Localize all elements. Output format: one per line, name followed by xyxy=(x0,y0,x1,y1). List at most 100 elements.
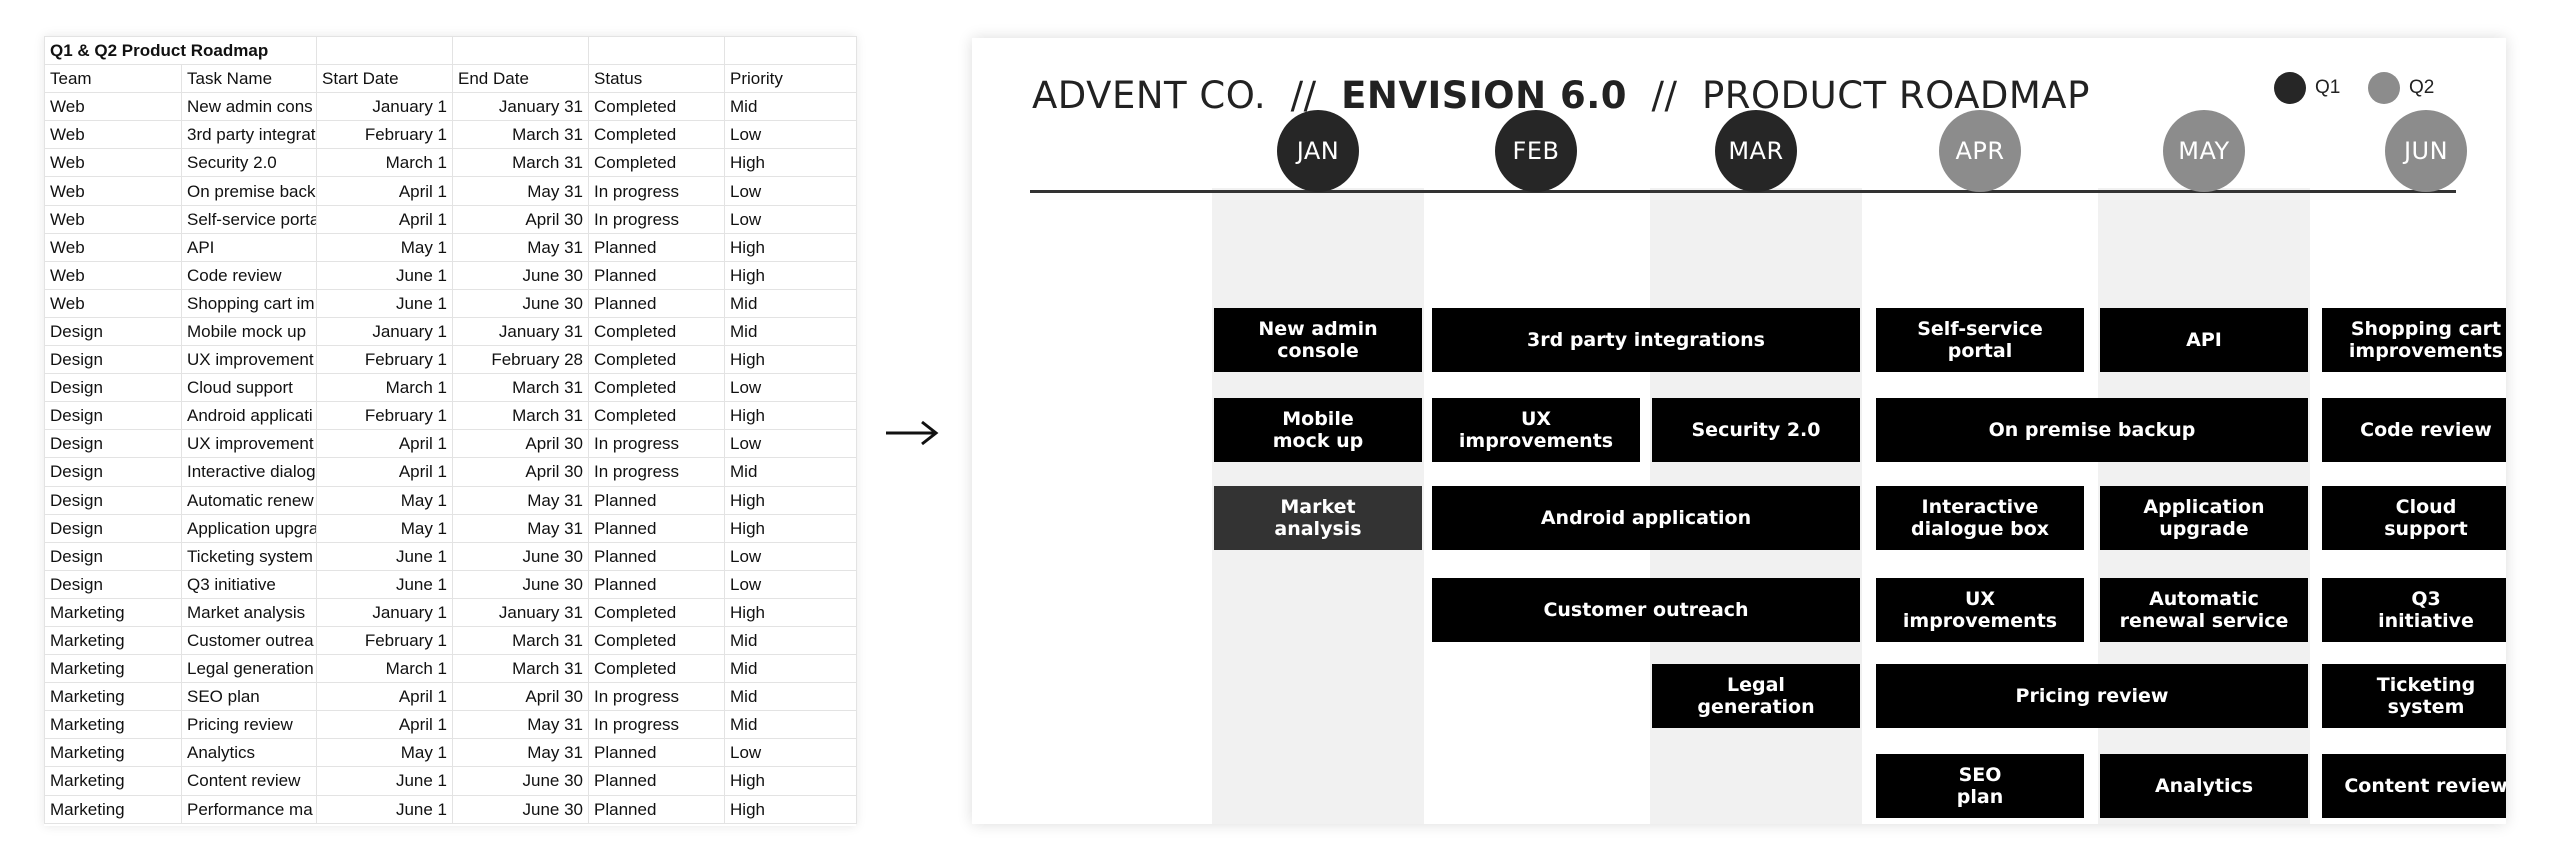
table-cell[interactable]: In progress xyxy=(588,204,726,234)
table-cell[interactable]: High xyxy=(724,232,858,262)
table-cell[interactable]: Mid xyxy=(724,654,858,684)
task-bar[interactable]: 3rd party integrations xyxy=(1432,308,1860,372)
table-cell[interactable]: Low xyxy=(724,120,858,150)
table-cell[interactable]: March 31 xyxy=(452,625,590,656)
table-cell[interactable]: Mid xyxy=(724,457,858,487)
table-cell[interactable]: March 31 xyxy=(452,120,590,150)
column-header[interactable]: Priority xyxy=(724,64,858,94)
table-cell[interactable]: Mobile mock up xyxy=(180,316,318,347)
table-cell[interactable]: Web xyxy=(44,148,182,178)
table-cell[interactable]: Web xyxy=(44,260,182,290)
table-cell[interactable]: High xyxy=(724,401,858,431)
table-cell[interactable]: Completed xyxy=(588,148,726,178)
column-header[interactable]: End Date xyxy=(452,64,590,94)
table-cell[interactable]: June 30 xyxy=(452,794,590,824)
task-bar[interactable]: Pricing review xyxy=(1876,664,2308,728)
task-bar[interactable]: Market analysis xyxy=(1214,486,1422,550)
table-cell[interactable]: Marketing xyxy=(44,597,182,627)
table-cell[interactable]: Design xyxy=(44,316,182,347)
table-cell[interactable]: June 1 xyxy=(316,766,454,796)
table-cell[interactable]: June 30 xyxy=(452,766,590,796)
table-cell[interactable]: Low xyxy=(724,373,858,403)
table-cell[interactable]: Design xyxy=(44,485,182,515)
table-cell[interactable]: Design xyxy=(44,541,182,571)
table-cell[interactable]: Planned xyxy=(588,569,726,599)
table-cell[interactable]: SEO plan xyxy=(180,682,318,712)
table-cell[interactable]: April 1 xyxy=(316,457,454,487)
table-cell[interactable]: Content review xyxy=(180,766,318,796)
table-cell[interactable]: Marketing xyxy=(44,654,182,684)
task-bar[interactable]: Customer outreach xyxy=(1432,578,1860,642)
table-cell[interactable]: June 30 xyxy=(452,288,590,318)
table-cell[interactable]: March 31 xyxy=(452,654,590,684)
table-cell[interactable]: Automatic renew xyxy=(180,485,318,515)
table-cell[interactable]: May 1 xyxy=(316,738,454,768)
column-header[interactable]: Status xyxy=(588,64,726,94)
table-cell[interactable]: Security 2.0 xyxy=(180,148,318,178)
table-cell[interactable]: March 31 xyxy=(452,373,590,403)
table-cell[interactable]: May 1 xyxy=(316,232,454,262)
task-bar[interactable]: Legal generation xyxy=(1652,664,1860,728)
table-cell[interactable]: Marketing xyxy=(44,766,182,796)
task-bar[interactable]: Q3 initiative xyxy=(2322,578,2506,642)
table-cell[interactable]: High xyxy=(724,345,858,375)
table-cell[interactable]: UX improvement xyxy=(180,345,318,375)
table-cell[interactable]: Web xyxy=(44,288,182,318)
task-bar[interactable]: New admin console xyxy=(1214,308,1422,372)
table-cell[interactable]: Planned xyxy=(588,260,726,290)
task-bar[interactable]: Application upgrade xyxy=(2100,486,2308,550)
table-cell[interactable]: Planned xyxy=(588,738,726,768)
table-cell[interactable]: Marketing xyxy=(44,710,182,740)
table-cell[interactable]: April 30 xyxy=(452,457,590,487)
table-cell[interactable]: Design xyxy=(44,429,182,459)
table-cell[interactable]: June 30 xyxy=(452,541,590,571)
table-cell[interactable]: Web xyxy=(44,92,182,122)
table-cell[interactable]: Q3 initiative xyxy=(180,569,318,599)
table-cell[interactable]: 3rd party integrat xyxy=(180,120,318,150)
table-cell[interactable]: High xyxy=(724,513,858,543)
table-cell[interactable]: March 31 xyxy=(452,148,590,178)
table-cell[interactable]: Low xyxy=(724,569,858,599)
table-cell[interactable]: High xyxy=(724,597,858,627)
table-cell[interactable]: Ticketing system xyxy=(180,541,318,571)
table-cell[interactable]: March 1 xyxy=(316,654,454,684)
column-header[interactable]: Team xyxy=(44,64,182,94)
table-cell[interactable]: Completed xyxy=(588,401,726,431)
table-cell[interactable]: Pricing review xyxy=(180,710,318,740)
table-cell[interactable]: Low xyxy=(724,738,858,768)
table-title[interactable]: Q1 & Q2 Product Roadmap xyxy=(43,35,318,66)
table-cell[interactable]: Planned xyxy=(588,232,726,262)
task-bar[interactable]: Analytics xyxy=(2100,754,2308,818)
table-cell[interactable]: Planned xyxy=(588,766,726,796)
table-cell[interactable]: Mid xyxy=(724,625,858,656)
task-bar[interactable]: Interactive dialogue box xyxy=(1876,486,2084,550)
table-cell[interactable]: January 31 xyxy=(452,316,590,347)
task-bar[interactable]: On premise backup xyxy=(1876,398,2308,462)
table-cell[interactable]: High xyxy=(724,794,858,824)
task-bar[interactable]: Android application xyxy=(1432,486,1860,550)
table-cell[interactable]: Low xyxy=(724,541,858,571)
table-cell[interactable]: High xyxy=(724,260,858,290)
table-cell[interactable]: April 30 xyxy=(452,204,590,234)
table-cell[interactable]: February 28 xyxy=(452,345,590,375)
table-cell[interactable]: Planned xyxy=(588,513,726,543)
table-cell[interactable]: Completed xyxy=(588,92,726,122)
table-cell[interactable]: Planned xyxy=(588,288,726,318)
table-cell[interactable]: Planned xyxy=(588,485,726,515)
table-cell[interactable]: Cloud support xyxy=(180,373,318,403)
table-cell[interactable]: Mid xyxy=(724,288,858,318)
table-cell[interactable]: April 1 xyxy=(316,176,454,206)
table-cell[interactable]: February 1 xyxy=(316,625,454,656)
table-cell[interactable]: June 1 xyxy=(316,288,454,318)
table-cell[interactable]: Completed xyxy=(588,316,726,347)
table-cell[interactable]: Mid xyxy=(724,682,858,712)
table-cell[interactable]: Completed xyxy=(588,120,726,150)
table-cell[interactable]: Completed xyxy=(588,373,726,403)
table-cell[interactable]: Low xyxy=(724,429,858,459)
table-cell[interactable]: May 1 xyxy=(316,513,454,543)
table-cell[interactable]: Performance ma xyxy=(180,794,318,824)
table-cell[interactable]: April 1 xyxy=(316,710,454,740)
table-cell[interactable]: API xyxy=(180,232,318,262)
table-cell[interactable]: January 1 xyxy=(316,92,454,122)
table-cell[interactable]: Web xyxy=(44,120,182,150)
